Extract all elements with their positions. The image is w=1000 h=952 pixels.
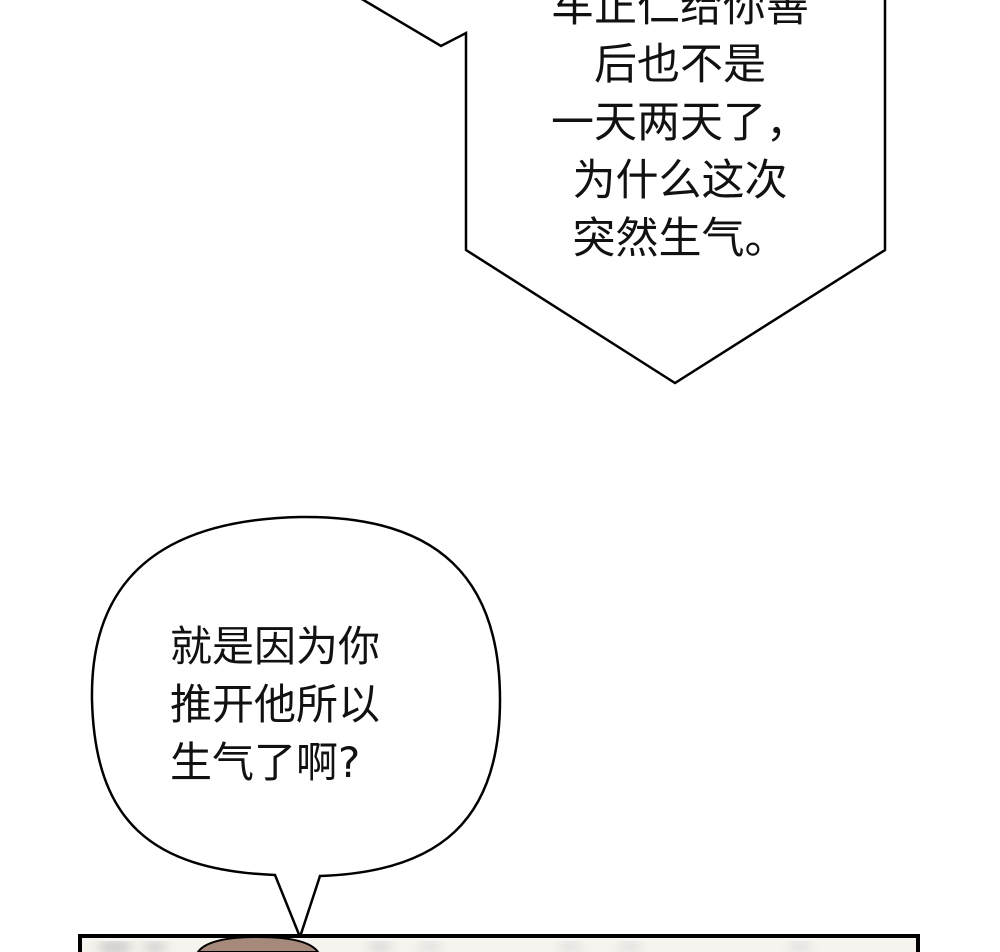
bottom-bubble-text: 就是因为你推开他所以生气了啊? bbox=[170, 618, 440, 792]
text-line: 后也不是 bbox=[594, 40, 766, 90]
next-panel bbox=[78, 934, 920, 952]
text-line: 车正仁给你善 bbox=[551, 0, 809, 32]
bottom-speech-bubble bbox=[90, 515, 502, 941]
text-line: 为什么这次 bbox=[572, 156, 788, 206]
top-speech-bubble bbox=[360, 0, 887, 385]
text-line: 推开他所以 bbox=[170, 680, 381, 729]
top-bubble-text: 车正仁给你善后也不是一天两天了， 为什么这次突然生气。 bbox=[520, 0, 840, 268]
panel-border bbox=[78, 934, 920, 952]
text-line: 生气了啊? bbox=[170, 738, 361, 787]
text-line: 突然生气。 bbox=[572, 214, 788, 264]
text-line: 一天两天了， bbox=[551, 98, 809, 148]
text-line: 就是因为你 bbox=[170, 622, 381, 671]
